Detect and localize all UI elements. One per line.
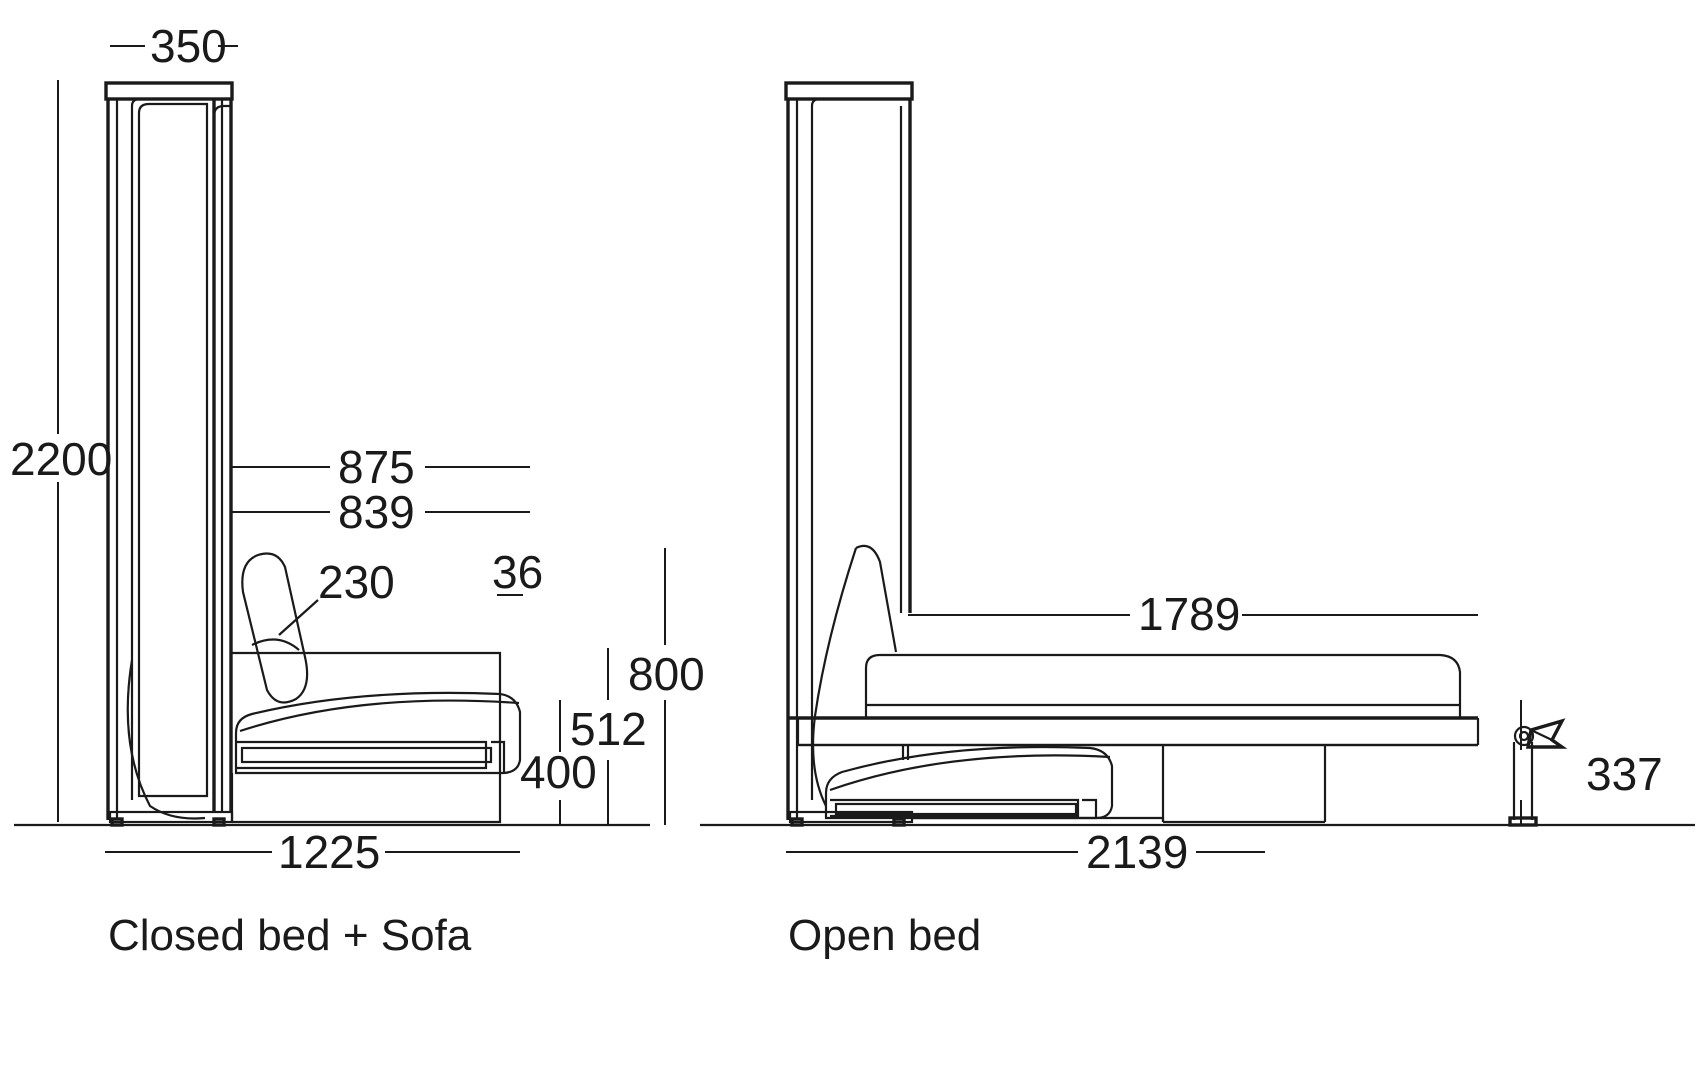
dim-label-839: 839	[338, 486, 415, 538]
closed-bed-view	[57, 45, 666, 853]
dim-label-875: 875	[338, 441, 415, 493]
dim-vertical-ticks	[559, 548, 666, 825]
sofa-folded-under	[824, 745, 1327, 824]
dim-label-230: 230	[318, 556, 395, 608]
cabinet-carcass-closed	[104, 81, 234, 827]
dim-label-2200: 2200	[10, 433, 112, 485]
cabinet-carcass-open	[784, 81, 914, 827]
caption-closed-bed: Closed bed + Sofa	[108, 911, 472, 960]
sofa-body-closed	[230, 552, 522, 824]
dim-label-337: 337	[1586, 748, 1663, 800]
open-bed-view	[784, 81, 1568, 853]
dim-label-2139: 2139	[1086, 826, 1188, 878]
dim-label-350: 350	[150, 20, 227, 72]
dim-label-1789: 1789	[1138, 588, 1240, 640]
dim-label-400: 400	[520, 746, 597, 798]
headboard-pillow	[811, 544, 898, 807]
dim-label-512: 512	[570, 703, 647, 755]
caption-open-bed: Open bed	[788, 911, 981, 960]
bed-base-frame	[788, 716, 1480, 822]
mattress-open	[864, 653, 1462, 720]
support-leg-hinge	[1508, 718, 1568, 827]
dim-label-36: 36	[492, 546, 543, 598]
dim-label-800: 800	[628, 648, 705, 700]
dim-label-1225: 1225	[278, 826, 380, 878]
